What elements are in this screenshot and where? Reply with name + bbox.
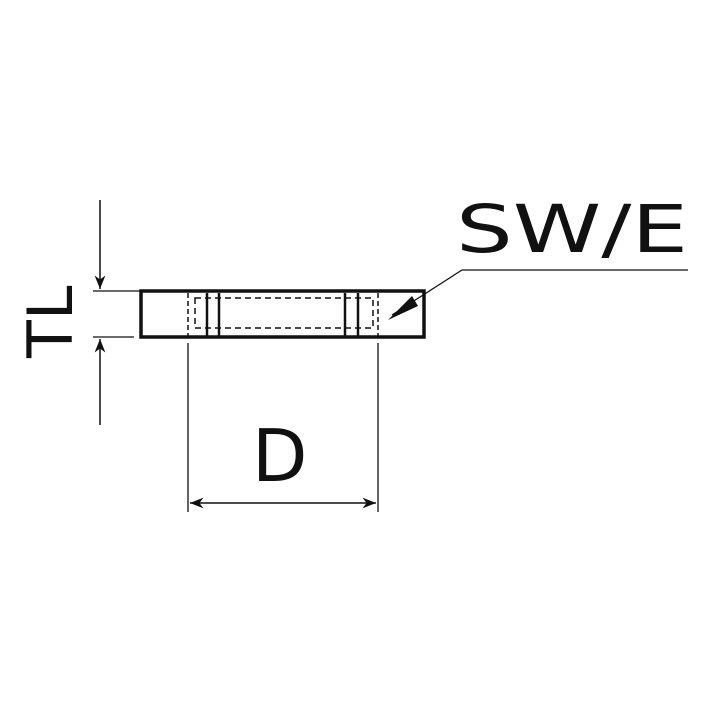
- washer-part: [139, 289, 426, 339]
- leader-arrow-icon: [388, 296, 418, 320]
- hidden-bore: [194, 297, 374, 329]
- part-outline: [139, 289, 426, 339]
- diameter-label: D: [252, 414, 307, 498]
- wrench-size-leader: [388, 269, 688, 320]
- thickness-dimension: [93, 200, 141, 425]
- thickness-label: TL: [14, 285, 87, 359]
- diameter-dimension: [187, 343, 379, 512]
- wrench-size-label: SW/E: [456, 191, 688, 268]
